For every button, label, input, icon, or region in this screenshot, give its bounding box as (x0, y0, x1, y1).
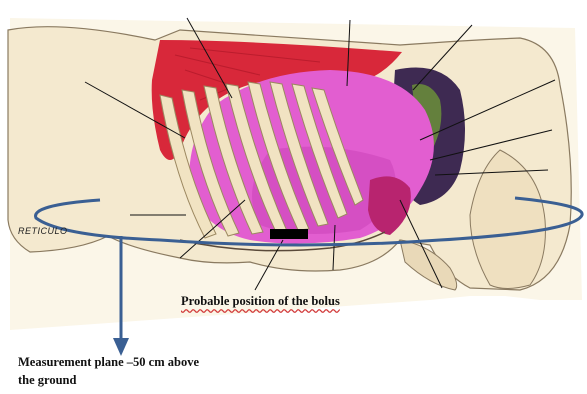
reticulum-label: RETICULO (18, 226, 68, 236)
plane-arrow-head (113, 338, 129, 356)
measurement-plane-caption-line2: the ground (18, 373, 76, 388)
measurement-plane-caption-line1: Measurement plane –50 cm above (18, 355, 199, 370)
bolus-marker (270, 229, 308, 239)
bolus-position-caption: Probable position of the bolus (181, 294, 340, 309)
